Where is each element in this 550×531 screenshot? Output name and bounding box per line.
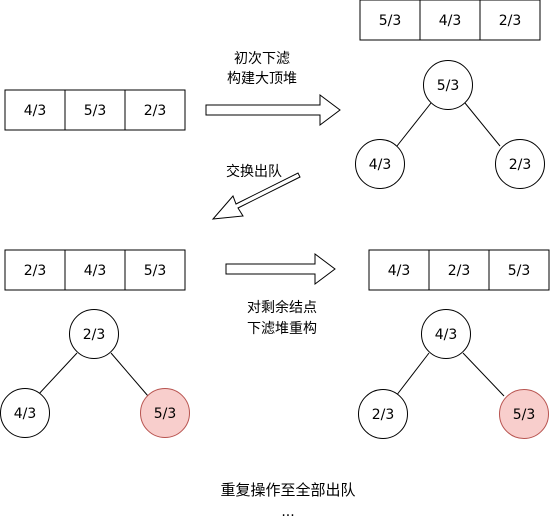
tree-node-root	[69, 309, 119, 359]
tree-node-value: 4/3	[369, 157, 392, 173]
tree-node-root	[423, 60, 473, 110]
array-cell	[479, 0, 541, 41]
array-cell-value: 2/3	[144, 103, 167, 119]
arrow-right-icon	[225, 253, 336, 285]
footer-line2: ...	[281, 504, 294, 520]
step3-label-line2: 下滤堆重构	[247, 321, 317, 337]
tree-node-value: 5/3	[154, 406, 177, 422]
heap-tree-2: 2/3 4/3 5/3	[0, 309, 190, 438]
array-cell	[124, 249, 186, 291]
array-cell	[488, 249, 550, 291]
tree-node-removed	[140, 388, 190, 438]
array-cell-value: 4/3	[388, 263, 411, 279]
tree-node-value: 2/3	[83, 327, 106, 343]
tree-node-right	[495, 139, 545, 189]
array-cell-value: 5/3	[508, 263, 531, 279]
tree-edge	[396, 102, 432, 147]
array-cell	[419, 0, 481, 41]
array-cell	[428, 249, 490, 291]
array-cell	[64, 89, 126, 131]
tree-node-removed	[499, 389, 549, 439]
arrow-down-left-icon	[211, 172, 301, 220]
tree-edge	[464, 102, 501, 147]
tree-node-value: 4/3	[435, 327, 458, 343]
array-cell	[4, 89, 66, 131]
tree-node-root	[421, 309, 471, 359]
tree-edge	[36, 352, 78, 397]
rebuilt-array: 4/3 2/3 5/3	[368, 249, 550, 291]
input-array: 4/3 5/3 2/3	[4, 89, 186, 131]
tree-node-value: 4/3	[14, 406, 37, 422]
heap-array: 5/3 4/3 2/3	[359, 0, 541, 41]
swap-array: 2/3 4/3 5/3	[4, 249, 186, 291]
tree-edge	[395, 352, 430, 397]
array-cell-value: 5/3	[84, 103, 107, 119]
arrow-right-icon	[205, 94, 341, 126]
step2-label: 交换出队	[226, 163, 282, 180]
array-cell-value: 2/3	[448, 263, 471, 279]
array-cell-value: 4/3	[439, 13, 462, 29]
array-cell	[124, 89, 186, 131]
heap-tree-3: 4/3 2/3 5/3	[358, 309, 549, 439]
array-cell-value: 5/3	[144, 263, 167, 279]
heap-tree-1: 5/3 4/3 2/3	[355, 60, 545, 189]
step1-label-line1: 初次下滤	[234, 50, 290, 67]
array-cell	[4, 249, 66, 291]
step1-label-line2: 构建大顶堆	[227, 71, 297, 87]
array-cell-value: 2/3	[24, 263, 47, 279]
step3-label-line1: 对剩余结点	[247, 299, 317, 316]
tree-node-value: 5/3	[513, 407, 536, 423]
tree-node-left	[358, 389, 408, 439]
tree-node-value: 2/3	[509, 157, 532, 173]
tree-node-value: 2/3	[372, 407, 395, 423]
tree-node-value: 5/3	[437, 78, 460, 94]
tree-node-left	[0, 388, 50, 438]
footer-line1: 重复操作至全部出队	[220, 481, 355, 499]
array-cell-value: 2/3	[499, 13, 522, 29]
array-cell	[368, 249, 430, 291]
array-cell-value: 4/3	[84, 263, 107, 279]
tree-node-left	[355, 139, 405, 189]
tree-edge	[462, 352, 505, 397]
array-cell-value: 4/3	[24, 103, 47, 119]
array-cell	[64, 249, 126, 291]
tree-edge	[110, 352, 149, 397]
array-cell-value: 5/3	[379, 13, 402, 29]
